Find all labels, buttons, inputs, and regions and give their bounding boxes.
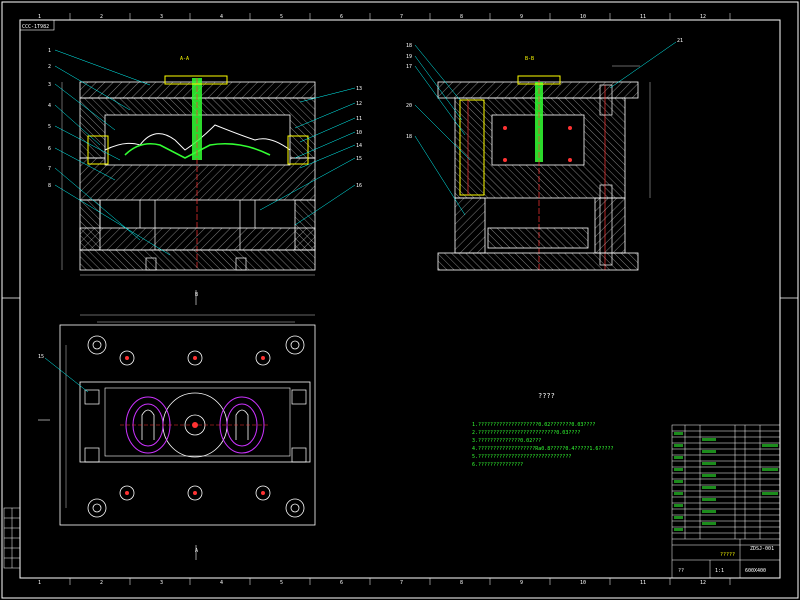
svg-text:5: 5 <box>280 14 283 20</box>
svg-text:2: 2 <box>100 14 103 20</box>
svg-text:11: 11 <box>640 14 646 20</box>
svg-text:11: 11 <box>356 116 362 122</box>
svg-text:B-B: B-B <box>525 56 534 62</box>
svg-text:1: 1 <box>38 580 41 586</box>
svg-text:9: 9 <box>520 580 523 586</box>
svg-text:3: 3 <box>160 14 163 20</box>
svg-text:5: 5 <box>280 580 283 586</box>
section-a-leaders <box>54 49 356 256</box>
svg-text:2: 2 <box>48 64 51 70</box>
svg-text:13: 13 <box>356 86 362 92</box>
bom-fill-marks <box>674 432 778 531</box>
svg-text:7: 7 <box>400 14 403 20</box>
svg-text:4.???????????????????Ra0.8????: 4.???????????????????Ra0.8?????0.4?????1… <box>472 446 613 452</box>
section-b-view: B-B <box>437 56 651 271</box>
title-block: ????? ZDSJ-001 600X400 1:1 ?? <box>678 546 774 574</box>
svg-text:15: 15 <box>356 156 362 162</box>
svg-text:??: ?? <box>678 568 684 574</box>
svg-text:8: 8 <box>48 183 51 189</box>
svg-text:5: 5 <box>48 124 51 130</box>
svg-text:A-A: A-A <box>180 56 189 62</box>
svg-text:15: 15 <box>38 354 44 360</box>
svg-text:6: 6 <box>48 146 51 152</box>
title-tab: CCC-1T982 <box>19 19 55 31</box>
svg-text:10: 10 <box>580 580 586 586</box>
svg-text:11: 11 <box>640 580 646 586</box>
svg-text:21: 21 <box>677 38 683 44</box>
svg-text:1.????????????????????0.02????: 1.????????????????????0.02???????0.03???… <box>472 422 595 428</box>
svg-text:9: 9 <box>520 14 523 20</box>
border-numbers-top: 1 2 3 4 5 6 7 8 9 10 11 12 <box>38 14 706 20</box>
svg-text:ZDSJ-001: ZDSJ-001 <box>750 546 774 552</box>
svg-text:16: 16 <box>356 183 362 189</box>
section-b-leaders <box>414 41 677 216</box>
svg-text:12: 12 <box>700 580 706 586</box>
svg-text:19: 19 <box>406 54 412 60</box>
plan-view: B A <box>38 290 316 560</box>
svg-text:3: 3 <box>48 82 51 88</box>
svg-text:5.????????????????????????????: 5.??????????????????????????????? <box>472 454 571 460</box>
svg-text:7: 7 <box>48 166 51 172</box>
technical-notes: ???? 1.????????????????????0.02???????0.… <box>472 392 613 468</box>
svg-text:2: 2 <box>100 580 103 586</box>
svg-text:6: 6 <box>340 14 343 20</box>
svg-text:1: 1 <box>38 14 41 20</box>
svg-text:18: 18 <box>406 43 412 49</box>
svg-text:12: 12 <box>356 101 362 107</box>
svg-text:3.??????????????0.02???: 3.??????????????0.02??? <box>472 438 541 444</box>
svg-text:4: 4 <box>220 14 223 20</box>
svg-text:10: 10 <box>356 130 362 136</box>
svg-text:17: 17 <box>406 64 412 70</box>
svg-text:?????: ????? <box>720 552 735 558</box>
svg-text:7: 7 <box>400 580 403 586</box>
svg-text:4: 4 <box>220 580 223 586</box>
section-a-view: A-A <box>61 56 316 276</box>
svg-text:A: A <box>195 548 198 554</box>
svg-text:18: 18 <box>406 134 412 140</box>
border-zone-ticks <box>69 13 731 585</box>
section-b-part-numbers: 18 19 17 20 18 21 <box>406 38 683 140</box>
svg-text:2.??????????????????????????0.: 2.??????????????????????????0.03???? <box>472 430 580 436</box>
svg-text:12: 12 <box>700 14 706 20</box>
svg-text:6.???????????????: 6.??????????????? <box>472 462 523 468</box>
bom-table <box>671 424 781 579</box>
svg-text:B: B <box>195 292 198 298</box>
svg-text:10: 10 <box>580 14 586 20</box>
revision-strip <box>3 507 21 569</box>
svg-text:600X400: 600X400 <box>745 568 766 574</box>
svg-text:3: 3 <box>160 580 163 586</box>
svg-text:1:1: 1:1 <box>715 568 724 574</box>
border-numbers-bottom: 1 2 3 4 5 6 7 8 9 10 11 12 <box>38 580 706 586</box>
svg-text:4: 4 <box>48 103 51 109</box>
svg-text:????: ???? <box>538 392 555 400</box>
svg-text:8: 8 <box>460 580 463 586</box>
svg-text:14: 14 <box>356 143 362 149</box>
svg-text:CCC-1T982: CCC-1T982 <box>22 24 49 30</box>
svg-text:1: 1 <box>48 48 51 54</box>
plan-leader: 15 <box>38 354 89 393</box>
svg-text:6: 6 <box>340 580 343 586</box>
svg-text:20: 20 <box>406 103 412 109</box>
section-a-part-numbers: 1 2 3 4 5 6 7 8 13 12 11 10 14 15 16 <box>48 48 362 189</box>
svg-text:8: 8 <box>460 14 463 20</box>
